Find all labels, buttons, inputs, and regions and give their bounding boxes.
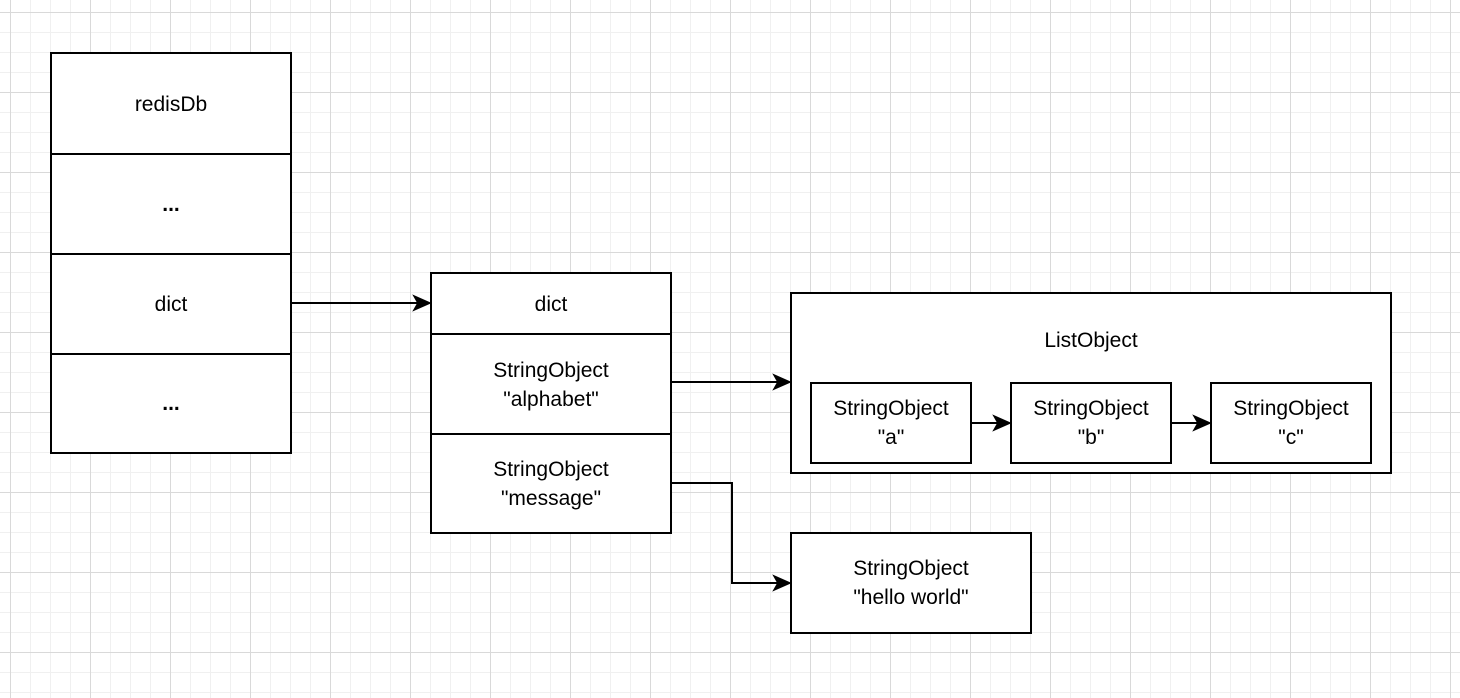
list-object-title: ListObject xyxy=(792,322,1390,358)
redisdb-title: redisDb xyxy=(52,54,290,154)
string-hello-world-value: "hello world" xyxy=(853,586,969,609)
list-item-c[interactable]: StringObject "c" xyxy=(1210,382,1372,464)
dict-title: dict xyxy=(432,274,670,334)
dict-entry-message[interactable]: StringObject "message" xyxy=(432,435,670,532)
dict-divider-2 xyxy=(432,433,670,435)
dict-entry-alphabet-type: StringObject xyxy=(493,358,609,382)
list-item-a-type: StringObject xyxy=(833,397,949,420)
dict-divider-1 xyxy=(432,333,670,335)
list-item-a[interactable]: StringObject "a" xyxy=(810,382,972,464)
redisdb-ellipsis-bottom: ... xyxy=(52,355,290,452)
string-hello-world-type: StringObject xyxy=(853,557,969,580)
redisdb-divider-2 xyxy=(52,253,290,255)
redisdb-ellipsis-bottom-text: ... xyxy=(162,392,180,415)
string-hello-world-label: StringObject "hello world" xyxy=(792,534,1030,632)
list-item-b[interactable]: StringObject "b" xyxy=(1010,382,1172,464)
redisdb-title-text: redisDb xyxy=(134,92,208,116)
dict-entry-alphabet-value: "alphabet" xyxy=(503,387,599,411)
list-item-b-value: "b" xyxy=(1077,426,1105,449)
redisdb-dict-field-text: dict xyxy=(154,293,188,316)
redisdb-dict-field[interactable]: dict xyxy=(52,255,290,354)
redisdb-ellipsis-top-text: ... xyxy=(162,193,180,216)
dict-title-text: dict xyxy=(534,292,568,316)
arrow-message-to-hello xyxy=(672,482,792,592)
list-object-title-text: ListObject xyxy=(1044,328,1138,352)
arrow-alphabet-to-list xyxy=(672,373,792,391)
dict-entry-message-type: StringObject xyxy=(493,457,609,481)
redisdb-struct[interactable]: redisDb ... dict ... xyxy=(50,52,292,454)
redisdb-divider-3 xyxy=(52,353,290,355)
list-item-a-label: StringObject "a" xyxy=(812,384,970,462)
redisdb-divider-1 xyxy=(52,153,290,155)
dict-entry-alphabet[interactable]: StringObject "alphabet" xyxy=(432,335,670,434)
string-hello-world[interactable]: StringObject "hello world" xyxy=(790,532,1032,634)
list-item-a-value: "a" xyxy=(877,426,905,449)
arrow-redisdb-to-dict xyxy=(292,294,432,312)
list-item-b-label: StringObject "b" xyxy=(1012,384,1170,462)
redisdb-ellipsis-top: ... xyxy=(52,155,290,254)
list-item-c-type: StringObject xyxy=(1233,397,1349,420)
list-item-c-label: StringObject "c" xyxy=(1212,384,1370,462)
dict-entry-message-value: "message" xyxy=(500,486,602,510)
list-item-c-value: "c" xyxy=(1278,426,1304,449)
list-item-b-type: StringObject xyxy=(1033,397,1149,420)
dict-struct[interactable]: dict StringObject "alphabet" StringObjec… xyxy=(430,272,672,534)
